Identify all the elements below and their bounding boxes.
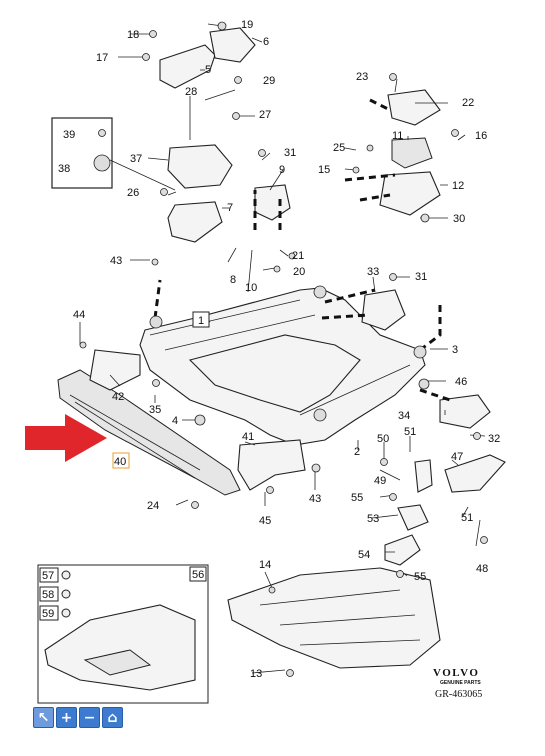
viewer-toolbar: ↖ + − ⌂ — [33, 707, 123, 728]
callout-1: 1 — [198, 315, 204, 327]
callout-19: 19 — [241, 19, 253, 31]
callout-51b: 51 — [461, 512, 473, 524]
callout-27: 27 — [259, 109, 271, 121]
callout-45: 45 — [259, 515, 271, 527]
callout-9: 9 — [279, 164, 285, 176]
callout-7: 7 — [227, 202, 233, 214]
pointer-icon: ↖ — [37, 709, 50, 726]
callout-30: 30 — [453, 213, 465, 225]
inset-panel-56 — [37, 564, 209, 704]
callout-2: 2 — [354, 446, 360, 458]
callout-10: 10 — [245, 282, 257, 294]
brand-subtitle: GENUINE PARTS — [440, 680, 481, 686]
callout-42: 42 — [112, 391, 124, 403]
callout-46: 46 — [455, 376, 467, 388]
bracket-34 — [439, 394, 491, 429]
callout-37: 37 — [130, 153, 142, 165]
subframe — [139, 287, 426, 446]
callout-55a: 55 — [351, 492, 363, 504]
callout-35: 35 — [149, 404, 161, 416]
callout-17: 17 — [96, 52, 108, 64]
callout-49: 49 — [374, 475, 386, 487]
lower-crossmember — [57, 349, 306, 496]
volvo-brand-block: VOLVO GENUINE PARTS GR-463065 — [433, 667, 482, 700]
callout-31b: 31 — [415, 271, 427, 283]
engine-mount-37 — [167, 144, 233, 189]
callout-55b: 55 — [414, 571, 426, 583]
callout-22: 22 — [462, 97, 474, 109]
home-button[interactable]: ⌂ — [102, 707, 123, 728]
torque-rod — [159, 27, 256, 89]
callout-59: 59 — [42, 608, 54, 620]
right-mount-22 — [387, 89, 441, 126]
callout-5: 5 — [205, 64, 211, 76]
callout-53: 53 — [367, 513, 379, 525]
callout-51a: 51 — [404, 426, 416, 438]
highlight-box-40 — [112, 452, 130, 469]
callout-16: 16 — [475, 130, 487, 142]
callout-39: 39 — [63, 129, 75, 141]
brand-logo: VOLVO — [433, 667, 479, 679]
callout-43b: 43 — [309, 493, 321, 505]
callout-labels: 19 18 6 17 5 29 28 27 39 38 37 31 9 26 7… — [42, 19, 500, 680]
callout-43a: 43 — [110, 255, 122, 267]
home-icon: ⌂ — [107, 709, 118, 726]
engine-mount-7 — [167, 201, 223, 243]
zoom-out-button[interactable]: − — [79, 707, 100, 728]
callout-57: 57 — [42, 570, 54, 582]
bracket-47 — [444, 454, 506, 493]
callout-13: 13 — [250, 668, 262, 680]
callout-54: 54 — [358, 549, 370, 561]
callout-15: 15 — [318, 164, 330, 176]
callout-20: 20 — [293, 266, 305, 278]
zoom-in-button[interactable]: + — [56, 707, 77, 728]
callout-48: 48 — [476, 563, 488, 575]
callout-50: 50 — [377, 433, 389, 445]
leader-lines — [79, 23, 486, 674]
callout-44: 44 — [73, 309, 85, 321]
callout-12: 12 — [452, 180, 464, 192]
bracket-9 — [254, 184, 291, 221]
assembly-guide-lines — [153, 98, 451, 402]
callout-33: 33 — [367, 266, 379, 278]
callout-47: 47 — [451, 451, 463, 463]
callout-40: 40 — [114, 456, 126, 468]
highlight-arrow — [25, 414, 107, 462]
callout-31a: 31 — [284, 147, 296, 159]
callout-29: 29 — [263, 75, 275, 87]
callout-23: 23 — [356, 71, 368, 83]
callout-34: 34 — [398, 410, 410, 422]
callout-box-1 — [192, 311, 210, 328]
splash-shield — [227, 567, 441, 669]
callout-21: 21 — [292, 250, 304, 262]
callout-3: 3 — [452, 344, 458, 356]
right-mount-12 — [379, 137, 441, 216]
zoom-in-icon: + — [60, 709, 73, 726]
callout-56: 56 — [192, 569, 204, 581]
fasteners — [79, 21, 488, 677]
callout-8: 8 — [230, 274, 236, 286]
callout-58: 58 — [42, 589, 54, 601]
callout-38: 38 — [58, 163, 70, 175]
bracket-33 — [361, 289, 406, 331]
pointer-tool-button[interactable]: ↖ — [33, 707, 54, 728]
callout-11: 11 — [392, 130, 403, 142]
bracket-54 — [384, 534, 421, 566]
callout-26: 26 — [127, 187, 139, 199]
callout-14: 14 — [259, 559, 271, 571]
callout-25: 25 — [333, 142, 345, 154]
bracket-53 — [397, 459, 433, 531]
drawing-code: GR-463065 — [435, 689, 482, 700]
callout-28: 28 — [185, 86, 197, 98]
callout-18: 18 — [127, 29, 139, 41]
inset-box-38-39 — [51, 117, 113, 189]
callout-6: 6 — [263, 36, 269, 48]
callout-24: 24 — [147, 500, 159, 512]
callout-4: 4 — [172, 415, 178, 427]
callout-32: 32 — [488, 433, 500, 445]
zoom-out-icon: − — [83, 709, 96, 726]
callout-41: 41 — [242, 431, 254, 443]
